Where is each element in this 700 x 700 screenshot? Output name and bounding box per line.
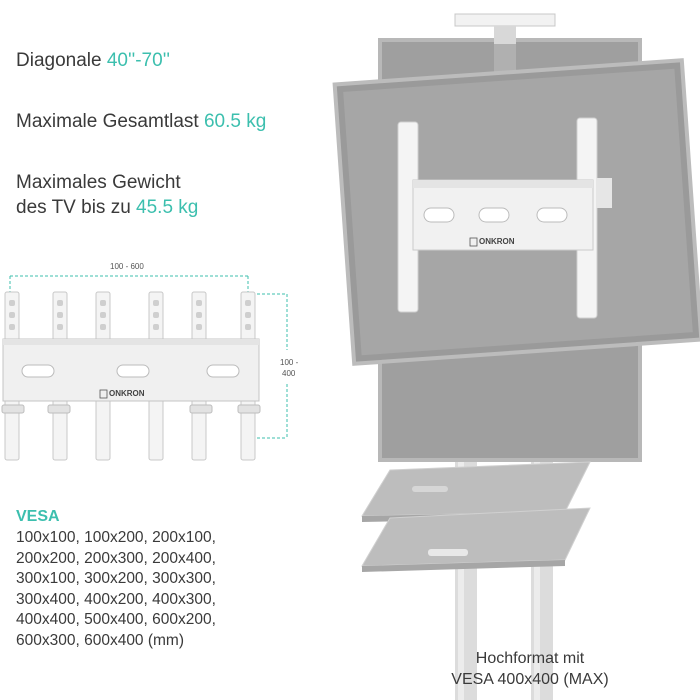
max-load-spec: Maximale Gesamtlast 60.5 kg xyxy=(16,109,266,134)
diagonal-spec: Diagonale 40''-70'' xyxy=(16,48,170,73)
bracket-brand-logo: ONKRON xyxy=(109,389,145,398)
vesa-line: 400x400, 500x400, 600x200, xyxy=(16,611,216,628)
tv-weight-value: 45.5 kg xyxy=(136,197,199,218)
mount-brand-logo: ONKRON xyxy=(479,237,515,246)
diagonal-label: Diagonale xyxy=(16,50,107,71)
bracket-height-label-line2: 400 xyxy=(282,369,296,378)
bracket-drawing xyxy=(1,275,288,461)
tv-weight-label-line2: des TV bis zu xyxy=(16,197,137,218)
caption-line1: Hochformat mit xyxy=(475,650,585,667)
stand-illustration xyxy=(332,13,700,700)
vesa-list: 100x100, 100x200, 200x100, 200x200, 200x… xyxy=(16,528,286,651)
vesa-title: VESA xyxy=(16,508,60,525)
caption-line2: VESA 400x400 (MAX) xyxy=(451,671,609,688)
vesa-line: 200x200, 200x300, 200x400, xyxy=(16,549,216,567)
portrait-caption: Hochformat mit VESA 400x400 (MAX) xyxy=(410,648,650,690)
vesa-line: 300x100, 300x200, 300x300, xyxy=(16,570,216,587)
diagonal-value: 40''-70'' xyxy=(106,50,170,71)
vesa-line: 100x100, 100x200, 200x100, xyxy=(16,529,216,546)
max-load-label: Maximale Gesamtlast xyxy=(16,111,204,132)
max-load-value: 60.5 kg xyxy=(203,111,267,132)
bracket-width-label: 100 - 600 xyxy=(110,262,144,271)
tv-weight-label-line1: Maximales Gewicht xyxy=(16,172,181,193)
bracket-height-label-line1: 100 - xyxy=(280,358,299,367)
vesa-line: 600x300, 600x400 (mm) xyxy=(16,631,185,649)
tv-weight-spec: Maximales Gewicht des TV bis zu 45.5 kg xyxy=(16,170,198,220)
vesa-line: 300x400, 400x200, 400x300, xyxy=(16,590,216,608)
